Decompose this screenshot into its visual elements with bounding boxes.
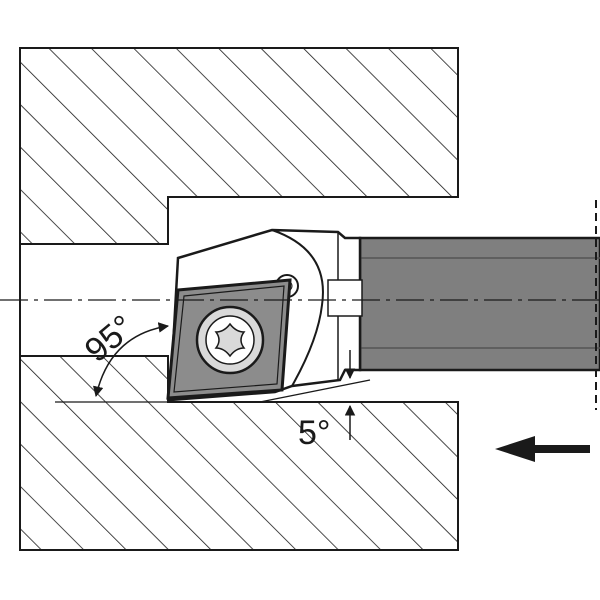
torx-screw-icon	[195, 305, 265, 375]
left-arrow-icon	[495, 436, 590, 462]
boring-bar-shank	[358, 200, 600, 410]
clearance-angle-dimension	[259, 350, 371, 440]
lead-angle-dimension	[55, 322, 172, 403]
clearance-angle-label: 5°	[298, 414, 331, 452]
